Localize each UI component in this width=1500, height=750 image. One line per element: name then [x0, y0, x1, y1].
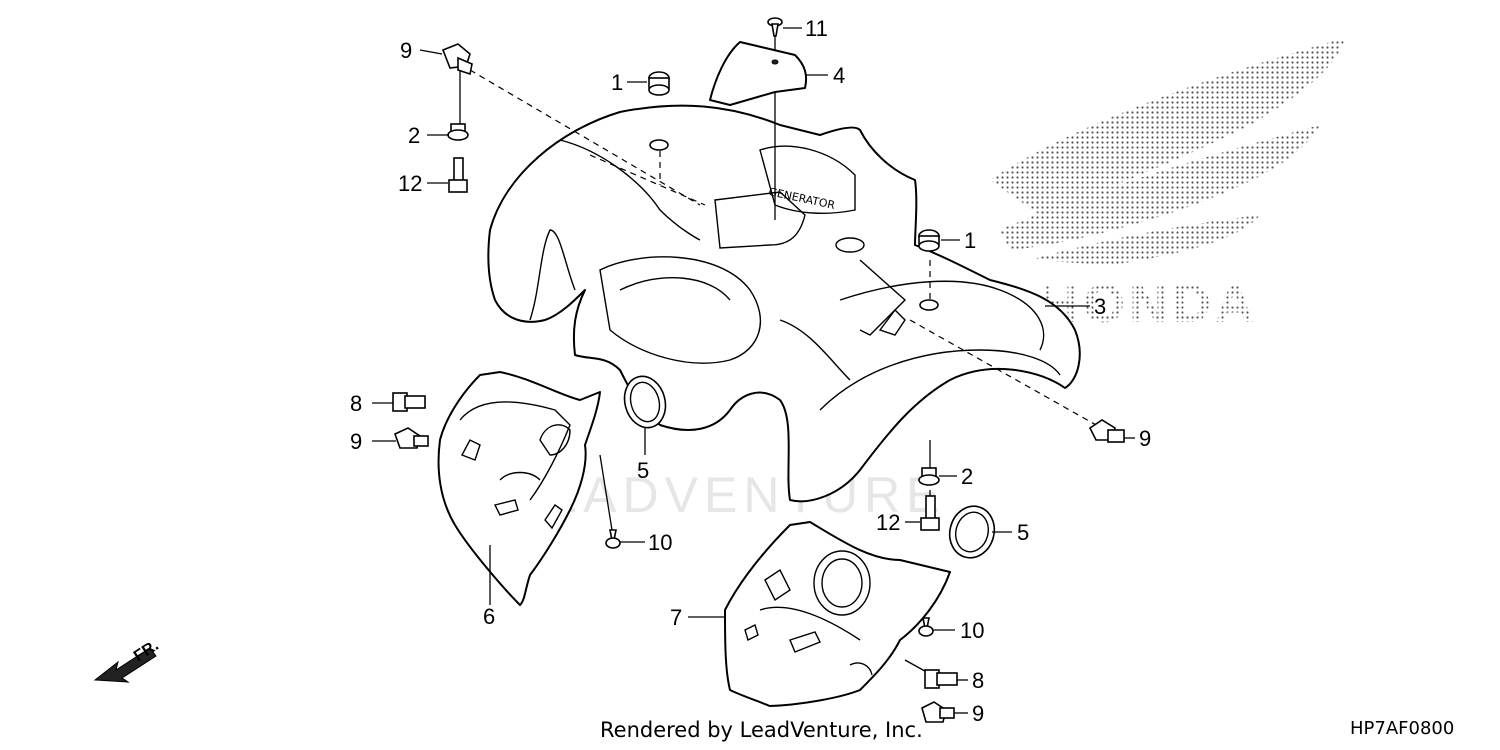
leader-lines [459, 35, 1106, 676]
part-9-clip-left [394, 427, 429, 449]
part-4-cover [709, 41, 808, 106]
part-7-right-panel [724, 521, 951, 707]
part-2-collar-right [918, 467, 940, 486]
part-1-grommet-right [918, 229, 940, 252]
part-5-ring-left [623, 375, 667, 429]
callouts: 9 2 12 1 11 4 1 3 9 2 12 5 5 8 9 10 6 7 … [350, 16, 1151, 726]
diagram-code: HP7AF0800 [1350, 718, 1455, 739]
render-credit: Rendered by LeadVenture, Inc. [600, 718, 923, 742]
part-10-screw-left [605, 529, 621, 549]
callout-9: 9 [400, 38, 412, 63]
honda-logo-text: HONDA [1040, 274, 1258, 334]
callout-1: 1 [611, 70, 623, 95]
part-9-clip-bottom [921, 701, 955, 723]
callout-6: 6 [483, 604, 495, 629]
part-12-bolt-right [920, 495, 940, 531]
callout-2: 2 [408, 123, 420, 148]
part-8-bolt-left [392, 392, 426, 412]
callout-2: 2 [961, 464, 973, 489]
callout-12: 12 [398, 171, 422, 196]
part-9-clip-right [1088, 419, 1125, 443]
part-1-seat-right [919, 299, 939, 311]
callout-7: 7 [670, 605, 682, 630]
part-10-screw-right [918, 617, 934, 637]
callout-8: 8 [350, 391, 362, 416]
part-1-seat [649, 139, 669, 151]
callout-12: 12 [876, 510, 900, 535]
part-5-ring-right [948, 505, 996, 559]
callout-10: 10 [960, 618, 984, 643]
callout-9: 9 [350, 429, 362, 454]
front-direction-arrow: FR. [93, 637, 162, 683]
callout-5: 5 [637, 458, 649, 483]
part-6-left-panel [437, 371, 601, 606]
cover-hole [771, 59, 779, 65]
hardware [392, 17, 1125, 723]
part-1-grommet-top [648, 71, 670, 96]
part-12-bolt-top [448, 157, 468, 193]
part-11-screw [767, 17, 783, 37]
callout-3: 3 [1094, 294, 1106, 319]
callout-9: 9 [1139, 426, 1151, 451]
callout-4: 4 [833, 63, 845, 88]
part-2-collar-top [447, 123, 469, 141]
callout-1: 1 [964, 228, 976, 253]
callout-11: 11 [805, 16, 828, 41]
part-9-clip-top [441, 43, 473, 76]
callout-10: 10 [648, 530, 672, 555]
callout-8: 8 [972, 668, 984, 693]
honda-wing-logo: HONDA [990, 38, 1345, 334]
callout-9: 9 [972, 701, 984, 726]
part-8-bolt-right [924, 669, 958, 689]
callout-5: 5 [1017, 520, 1029, 545]
front-fender: GENERATOR [487, 104, 1081, 503]
